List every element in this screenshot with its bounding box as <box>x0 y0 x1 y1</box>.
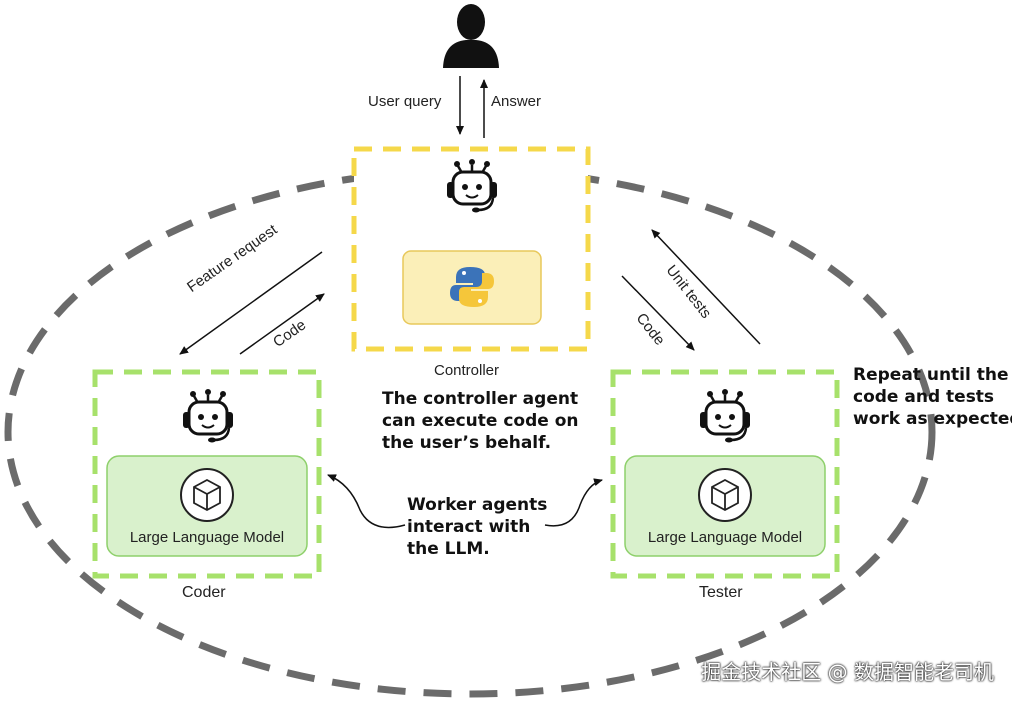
python-icon <box>450 267 494 307</box>
worker-note-line: interact with <box>407 517 531 537</box>
controller-note-line: can execute code on <box>382 411 579 431</box>
coder-llm-label: Large Language Model <box>129 529 285 546</box>
watermark: 掘金技术社区 @ 数据智能老司机 <box>701 660 994 684</box>
repeat-note: Repeat until the code and tests work as … <box>853 364 1012 430</box>
controller-note-line: The controller agent <box>382 389 579 409</box>
worker-note: Worker agents interact with the LLM. <box>407 494 547 560</box>
repeat-note-line: code and tests <box>853 387 995 407</box>
user-query-label: User query <box>368 93 442 110</box>
feature-request-arrow <box>179 251 323 355</box>
iteration-loop <box>4 166 936 698</box>
tester-label: Tester <box>699 584 743 601</box>
coder-llm-cube-icon <box>180 468 234 522</box>
controller-note: The controller agent can execute code on… <box>382 388 579 454</box>
worker-curve-left <box>327 474 406 529</box>
coder-label: Coder <box>182 584 226 601</box>
repeat-note-line: Repeat until the <box>853 365 1009 385</box>
tester-code-arrow <box>621 275 695 351</box>
coder-code-arrow <box>239 293 325 355</box>
tester-llm-label: Large Language Model <box>647 529 803 546</box>
controller-note-line: the user’s behalf. <box>382 433 552 453</box>
worker-curve-right <box>544 478 603 527</box>
answer-label: Answer <box>491 93 542 110</box>
tester-llm-cube-icon <box>698 468 752 522</box>
controller-label: Controller <box>434 362 500 379</box>
unit-tests-arrow <box>651 229 761 345</box>
repeat-note-line: work as expected. <box>853 409 1012 429</box>
worker-note-line: Worker agents <box>407 495 548 515</box>
user-icon <box>443 4 499 68</box>
worker-note-line: the LLM. <box>407 539 490 559</box>
